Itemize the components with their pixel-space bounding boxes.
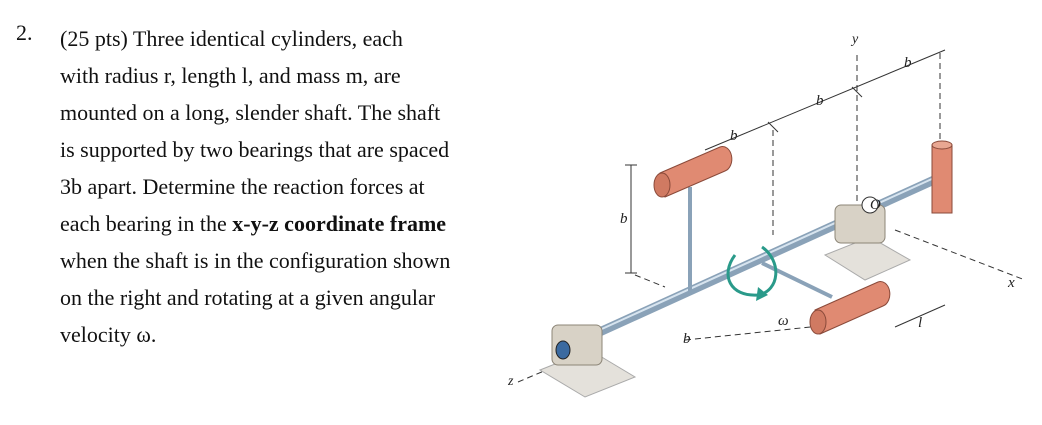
problem-number: 2. <box>16 20 33 45</box>
angular-velocity-arrow <box>726 245 778 301</box>
bearing-left <box>551 324 603 366</box>
label-z: z <box>507 374 514 389</box>
coordinate-frame-emphasis: x-y-z coordinate frame <box>232 211 447 236</box>
problem-line: mounted on a long, slender shaft. The sh… <box>60 100 441 125</box>
problem-line: with radius r, length l, and mass m, are <box>60 63 401 88</box>
label-omega: ω <box>778 313 789 329</box>
label-b-vert: b <box>620 211 628 227</box>
label-l: l <box>918 315 922 331</box>
problem-line: velocity ω. <box>60 322 157 347</box>
dashed-bottom-line <box>684 324 831 341</box>
problem-text: (25 pts) Three identical cylinders, each… <box>60 20 485 353</box>
label-b-top1: b <box>730 128 738 144</box>
cylinder-3 <box>931 140 953 214</box>
cylinder-2 <box>809 281 891 335</box>
problem-line: is supported by two bearings that are sp… <box>60 137 450 162</box>
x-axis-dashed <box>894 229 1026 281</box>
label-b-top3: b <box>904 55 912 71</box>
label-O: O <box>870 197 881 213</box>
problem-line: 3b apart. Determine the reaction forces … <box>60 174 425 199</box>
problem-line: (25 pts) Three identical cylinders, each <box>60 26 403 51</box>
bearing-right <box>834 196 886 244</box>
dim-top <box>704 49 946 151</box>
problem-line: on the right and rotating at a given ang… <box>60 285 436 310</box>
problem-line: when the shaft is in the configuration s… <box>60 248 451 273</box>
rod-2 <box>761 261 833 299</box>
shaft-diagram: y b b b O b x ω l b z <box>500 25 1035 420</box>
cylinder-1 <box>653 146 733 198</box>
label-x: x <box>1007 275 1015 291</box>
label-b-top2: b <box>816 93 824 109</box>
label-y: y <box>850 32 859 47</box>
label-b-bottom: b <box>683 331 691 347</box>
dim-l <box>894 304 946 328</box>
shaft <box>555 170 950 355</box>
dashed-cyl-line <box>634 274 666 288</box>
problem-line: each bearing in the x-y-z coordinate fra… <box>60 211 447 236</box>
